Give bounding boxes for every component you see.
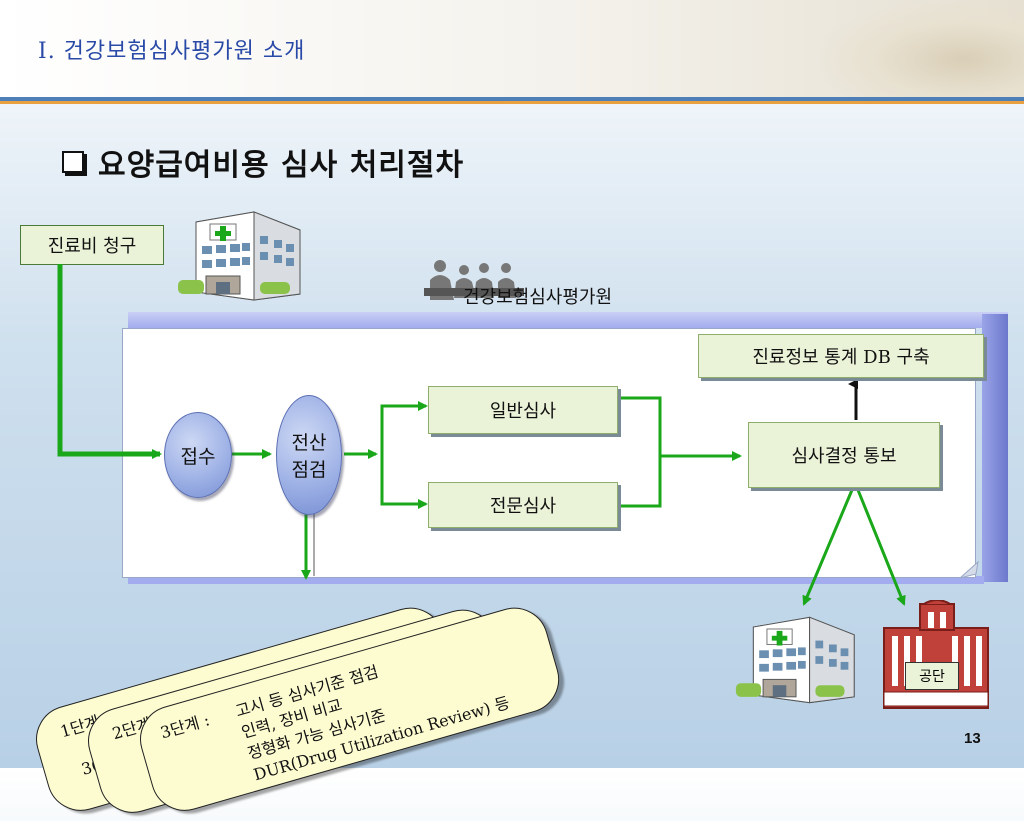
general-review-label: 일반심사 [489,401,557,422]
page-curl-icon [959,560,979,579]
section-title: 요양급여비용 심사 처리절차 [62,140,464,184]
computer-check-label-line2: 점검 [291,459,327,481]
decision-to-hospital-arrow [802,489,854,606]
decision-to-nhis-arrow [856,489,906,606]
panel-bottom-edge [128,576,984,584]
merge-lower [620,456,662,508]
db-build-box: 진료정보 통계 DB 구축 [698,334,984,378]
reception-label: 접수 [180,445,216,468]
expert-review-label: 전문심사 [489,496,557,517]
checkbox-bullet-icon [62,151,84,173]
claim-to-reception-line [57,264,162,459]
split-upper [380,401,428,454]
header-divider-blue [0,97,1024,101]
book-illustration [820,2,1024,98]
computer-check-label-line1: 전산 [291,432,327,454]
general-review-box: 일반심사 [428,386,618,434]
nhis-label-box: 공단 [905,662,959,690]
people-icon [424,260,524,300]
reception-node: 접수 [164,412,232,498]
flow-connectors [57,264,906,606]
panel-top-edge [128,312,1008,328]
db-build-label: 진료정보 통계 DB 구축 [752,347,930,368]
split-lower [380,454,428,509]
hospital-destination-icon [735,616,855,704]
claim-label: 진료비 청구 [47,236,137,257]
nhis-building-icon [883,600,989,709]
claim-box: 진료비 청구 [20,225,164,265]
computer-check-node: 전산 점검 [276,395,342,515]
expert-review-box: 전문심사 [428,482,618,528]
decision-notice-box: 심사결정 통보 [748,422,940,488]
page-title: Ⅰ. 건강보험심사평가원 소개 [38,39,306,64]
slide-header: Ⅰ. 건강보험심사평가원 소개 [0,0,1024,100]
panel-side-edge [982,314,1008,582]
institute-label: 건강보험심사평가원 [463,287,613,308]
decision-notice-label: 심사결정 통보 [791,446,897,467]
merge-upper [620,396,662,456]
page-number: 13 [964,730,981,747]
nhis-label: 공단 [919,669,945,685]
section-title-text: 요양급여비용 심사 처리절차 [98,148,465,183]
hospital-icon [178,211,301,301]
header-divider-orange [0,101,1024,104]
stage-3-label: 3단계 : [158,710,212,743]
